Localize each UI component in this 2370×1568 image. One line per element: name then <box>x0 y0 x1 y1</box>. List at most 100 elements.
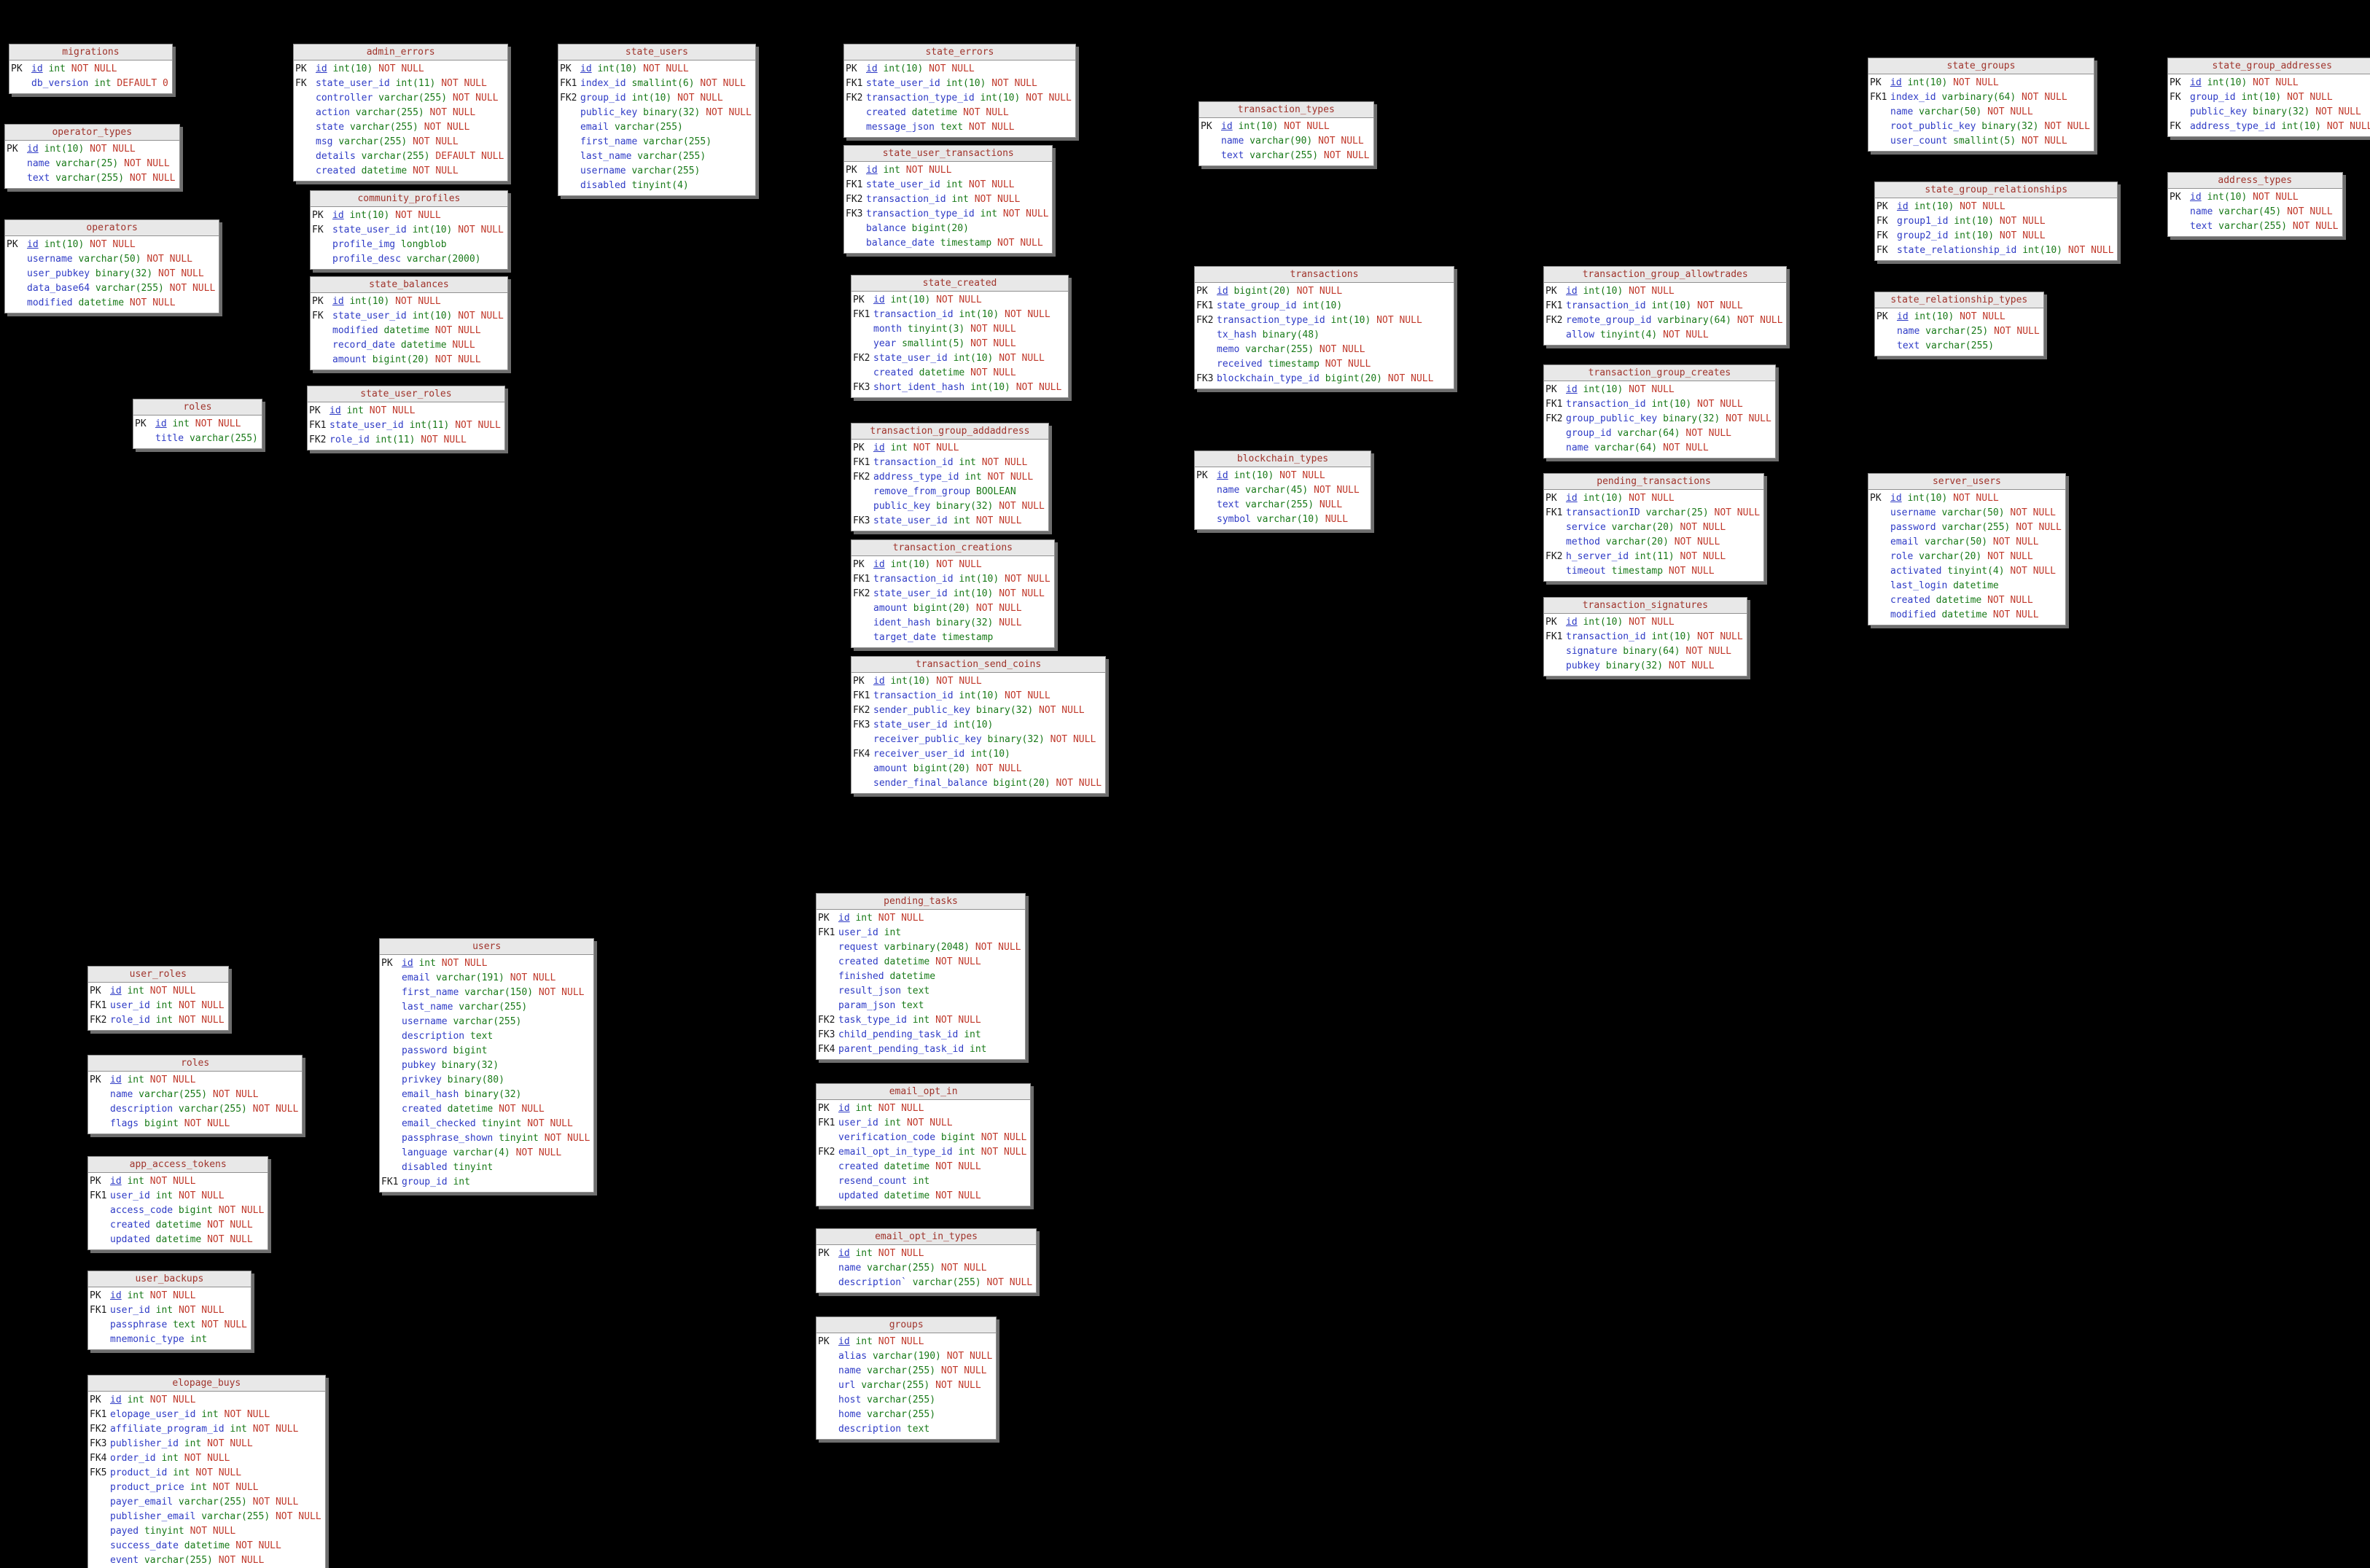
column-constraint: NOT NULL <box>129 297 176 308</box>
column-type: int <box>127 986 144 996</box>
column-row: amount bigint(20) NOT NULL <box>853 762 1102 776</box>
column-type: varchar(255) <box>378 93 448 104</box>
column-type: int <box>155 1305 174 1316</box>
column-type: int <box>855 1248 873 1259</box>
column-name: disabled <box>580 180 626 191</box>
column-type: bigint(20) <box>1325 373 1382 384</box>
column-name: target_date <box>873 632 937 643</box>
column-constraint: NOT NULL <box>935 956 981 967</box>
table-name: transaction_creations <box>892 542 1013 553</box>
column-type: timestamp <box>1268 359 1320 370</box>
key-label: PK <box>7 144 18 155</box>
column-name: state_relationship_id <box>1897 245 2017 256</box>
column-name: product_price <box>110 1482 184 1493</box>
column-type: timestamp <box>941 632 994 643</box>
column-name: id <box>27 144 39 155</box>
column-type: int(11) <box>375 434 416 445</box>
column-constraint: NOT NULL <box>149 986 196 996</box>
key-label: FK2 <box>1545 551 1563 562</box>
column-row: updated datetime NOT NULL <box>90 1233 264 1247</box>
column-type: int(10) <box>1954 216 1995 227</box>
key-label: PK <box>7 239 18 250</box>
column-name: finished <box>838 971 884 982</box>
column-type: int(10) <box>953 588 994 599</box>
column-row: pubkey binary(32) NOT NULL <box>1545 659 1743 674</box>
column-type: varchar(50) <box>78 254 141 265</box>
column-row: first_name varchar(255) <box>560 135 752 149</box>
column-constraint: NOT NULL <box>1726 413 1771 424</box>
column-constraint: NOT NULL <box>2010 507 2056 518</box>
column-row: payed tinyint NOT NULL <box>90 1524 321 1539</box>
table-header: community_profiles <box>311 191 507 207</box>
key-label: FK <box>1876 216 1888 227</box>
column-row: text varchar(255) NOT NULL <box>1201 149 1370 163</box>
key-label: FK <box>1876 230 1888 241</box>
key-label: PK <box>1545 493 1557 504</box>
table-header: state_relationship_types <box>1875 292 2043 308</box>
column-row: last_login datetime <box>1870 579 2062 593</box>
table-header: users <box>380 939 594 955</box>
column-row: amount bigint(20) NOT NULL <box>312 353 504 367</box>
key-label: FK3 <box>853 719 870 730</box>
key-label: FK1 <box>1545 631 1563 642</box>
table-name: state_users <box>625 47 688 58</box>
column-type: binary(32) <box>1981 121 2039 132</box>
key-label: FK2 <box>853 472 870 483</box>
table-header: state_balances <box>311 277 507 293</box>
table-header: state_users <box>558 44 755 61</box>
column-row: description varchar(255) NOT NULL <box>90 1102 298 1117</box>
key-label: PK <box>1196 286 1208 297</box>
column-type: int(10) <box>953 353 994 364</box>
table-header: transaction_group_addaddress <box>851 424 1048 440</box>
